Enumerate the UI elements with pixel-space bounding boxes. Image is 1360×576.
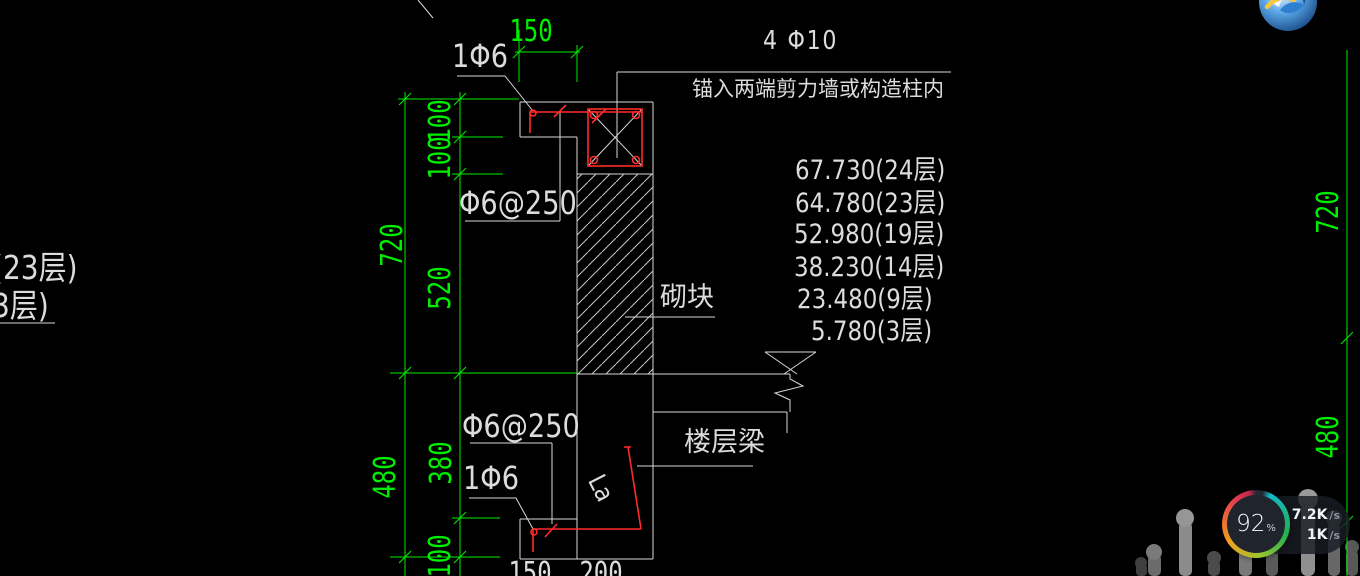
logo-sphere <box>1259 0 1317 31</box>
top-rebar-label: 1Φ6 <box>452 37 509 75</box>
network-speed-widget[interactable]: ↑ 7.2K /s 1K /s 92 % <box>1222 490 1352 562</box>
top-bars-label: 4 Φ10 <box>763 26 839 56</box>
dim-100-b: 100 <box>423 136 458 180</box>
dimension-lines <box>390 30 1354 576</box>
logo-yellow-stripe <box>1264 0 1297 10</box>
edge-elevation-23f: (23层) <box>0 248 78 287</box>
dim-720-right: 720 <box>1311 190 1346 234</box>
stirrup-lower-label: Φ6@250 <box>462 407 580 445</box>
structural-column-section <box>587 108 643 167</box>
dim-top-150: 150 <box>509 14 553 49</box>
elevation-23f: 64.780(23层) <box>795 188 946 219</box>
memory-percent-sign: % <box>1266 522 1276 534</box>
rebar-lines <box>529 104 643 552</box>
memory-percent-value: 92 <box>1236 511 1266 537</box>
logo-dark-swoosh <box>1303 0 1306 5</box>
bottom-rebar-label: 1Φ6 <box>463 459 520 497</box>
dim-380: 380 <box>424 441 459 485</box>
download-speed-value: 1K <box>1306 527 1328 543</box>
anchor-note: 锚入两端剪力墙或构造柱内 <box>692 77 944 101</box>
floor-beam-label: 楼层梁 <box>684 427 765 458</box>
stirrup-upper-label: Φ6@250 <box>459 184 577 222</box>
logo-blue-wing <box>1280 2 1304 14</box>
elevation-19f: 52.980(19层) <box>794 219 945 250</box>
dim-480-right: 480 <box>1311 415 1346 459</box>
level-symbol <box>764 351 817 412</box>
upload-speed-unit: /s <box>1329 509 1340 522</box>
masonry-wall-hatch <box>576 173 654 375</box>
dim-100-c: 100 <box>423 534 458 576</box>
dim-480-left: 480 <box>368 455 403 499</box>
dimension-ticks <box>398 45 1354 564</box>
anchorage-length-label: La <box>582 469 620 507</box>
cad-app-logo-icon[interactable] <box>1258 0 1318 32</box>
dim-520: 520 <box>423 266 458 310</box>
dim-bottom-150: 150 <box>508 556 552 576</box>
memory-usage-ring[interactable]: 92 % <box>1222 490 1290 558</box>
elevation-3f: 5.780(3层) <box>811 316 933 347</box>
download-speed-row: 1K /s <box>1307 527 1340 543</box>
elevation-9f: 23.480(9层) <box>797 284 933 315</box>
download-speed-unit: /s <box>1329 529 1340 542</box>
leader-lines <box>0 71 951 530</box>
block-label: 砌块 <box>660 282 714 313</box>
memory-usage-readout: 92 % <box>1227 495 1285 553</box>
dim-720-left: 720 <box>375 223 410 267</box>
upload-speed-value: 7.2K <box>1291 507 1328 523</box>
edge-elevation-3f: 3层) <box>0 286 49 325</box>
elevation-14f: 38.230(14层) <box>794 252 945 283</box>
dim-bottom-200: 200 <box>579 556 623 576</box>
elevation-24f: 67.730(24层) <box>795 155 946 186</box>
